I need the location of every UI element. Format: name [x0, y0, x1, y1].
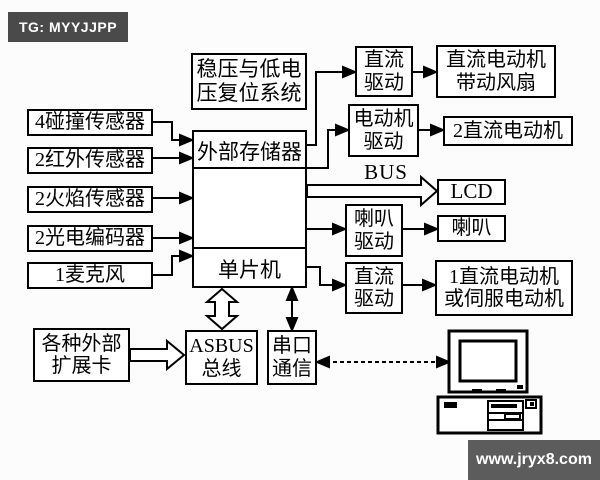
mcu-section: 单片机	[194, 249, 305, 288]
wire-to-motor-drive	[307, 129, 336, 169]
box-photo-encoders: 2光电编码器	[27, 225, 153, 252]
box-label: 1麦克风	[55, 264, 125, 287]
arrowhead	[314, 355, 330, 369]
box-label: 2红外传感器	[35, 149, 145, 172]
box-label-line: 或伺服电动机	[444, 288, 564, 310]
box-collision-sensors: 4碰撞传感器	[27, 109, 153, 136]
arrowhead	[423, 65, 439, 79]
box-label-line: 总线	[201, 357, 242, 380]
mcu-serial-double-arrow	[285, 285, 299, 333]
arrowhead	[332, 278, 348, 292]
box-label: 2光电编码器	[35, 227, 145, 250]
arrowhead	[436, 355, 452, 369]
bus-arrow-to-lcd	[306, 174, 439, 208]
box-label-line: 压复位系统	[196, 80, 302, 105]
watermark-banner: www.jryx8.com	[468, 440, 600, 480]
box-label-line: 通信	[272, 357, 312, 380]
wire-to-dc-drive1	[307, 71, 343, 146]
arrowhead	[179, 231, 195, 245]
box-fan-motor: 直流电动机 带动风扇	[436, 45, 556, 98]
memory-section: 外部存储器	[194, 132, 305, 169]
box-two-dc-motors: 2直流电动机	[443, 116, 573, 146]
box-serial-comm: 串口 通信	[267, 330, 317, 385]
drive-button	[504, 413, 521, 420]
box-asbus: ASBUS 总线	[185, 330, 258, 385]
box-label-line: 串口	[272, 335, 312, 358]
wire-to-dc-drive2	[307, 266, 333, 286]
box-label: LCD	[450, 179, 493, 204]
bus-text: BUS	[364, 159, 408, 184]
arrowhead	[332, 222, 348, 236]
arrowhead	[285, 285, 299, 301]
box-label-line: 喇叭	[354, 208, 394, 231]
bus-label: BUS	[358, 159, 414, 184]
mcu-label: 单片机	[218, 257, 281, 282]
arrow-expansion-to-asbus	[129, 338, 186, 372]
monitor-screen	[458, 339, 518, 383]
box-label-line: 1直流电动机	[449, 265, 559, 288]
computer-icon	[436, 329, 543, 435]
box-dc-drive-2: 直流 驱动	[345, 262, 403, 314]
box-motor-drive: 电动机 驱动	[348, 104, 419, 157]
box-lcd: LCD	[437, 179, 506, 205]
box-label-line: 带动风扇	[456, 71, 536, 94]
watermark-text: www.jryx8.com	[476, 451, 592, 468]
box-microphone: 1麦克风	[27, 262, 153, 289]
arrowhead	[179, 249, 195, 263]
arrowhead	[430, 123, 446, 137]
box-label-line: 稳压与低电	[196, 56, 302, 81]
box-label-line: 驱动	[354, 230, 394, 253]
box-label-line: 扩展卡	[51, 355, 112, 377]
arrowhead	[179, 133, 195, 147]
monitor-vent	[472, 389, 482, 392]
driver-arrows	[307, 65, 446, 292]
sensor-arrows	[150, 121, 195, 276]
box-label-line: 直流	[354, 265, 394, 288]
arrowhead	[335, 123, 351, 137]
box-speaker: 喇叭	[437, 215, 506, 242]
wire-collision-sensor	[153, 121, 181, 141]
box-label-line: 驱动	[354, 288, 394, 310]
case-badge	[444, 402, 457, 408]
box-label: 喇叭	[451, 217, 492, 240]
arrowhead	[179, 191, 195, 205]
box-label-line: 直流电动机	[446, 49, 546, 72]
box-dc-drive-1: 直流 驱动	[355, 46, 413, 97]
monitor-vent	[496, 389, 506, 392]
box-label-line: 电动机	[353, 108, 414, 131]
box-voltage-regulator: 稳压与低电 压复位系统	[191, 53, 307, 110]
wire-microphone	[150, 255, 181, 276]
arrowhead	[422, 278, 438, 292]
serial-computer-dashed-arrow	[314, 355, 452, 369]
box-label-line: 驱动	[364, 71, 404, 94]
box-label-line: 各种外部	[41, 332, 122, 355]
arrowhead	[285, 317, 299, 333]
monitor-led	[517, 385, 523, 389]
box-label-line: 驱动	[363, 130, 404, 153]
arrowhead	[424, 222, 440, 236]
box-infrared-sensors: 2红外传感器	[27, 147, 153, 174]
box-expansion-cards: 各种外部 扩展卡	[33, 328, 130, 382]
corner-tag: TG: MYYJJPP	[8, 12, 128, 42]
mcu-asbus-double-arrow	[204, 287, 240, 331]
divider-line	[194, 167, 305, 169]
box-mcu-memory: 外部存储器 单片机	[192, 130, 307, 288]
box-servo-motor: 1直流电动机 或伺服电动机	[435, 260, 573, 316]
arrowhead	[179, 151, 195, 165]
power-button-dot	[530, 402, 534, 406]
box-label: 2直流电动机	[453, 119, 563, 142]
box-speaker-drive: 喇叭 驱动	[345, 204, 403, 257]
divider-line	[194, 247, 305, 249]
box-label-line: 直流	[364, 49, 404, 72]
arrowhead	[342, 65, 358, 79]
corner-tag-text: TG: MYYJJPP	[18, 19, 118, 35]
box-flame-sensors: 2火焰传感器	[27, 186, 153, 213]
box-label: 2火焰传感器	[35, 188, 145, 211]
drive-slot	[491, 404, 517, 408]
box-label-line: ASBUS	[189, 335, 254, 358]
memory-label: 外部存储器	[197, 139, 302, 164]
box-label: 4碰撞传感器	[35, 111, 145, 134]
